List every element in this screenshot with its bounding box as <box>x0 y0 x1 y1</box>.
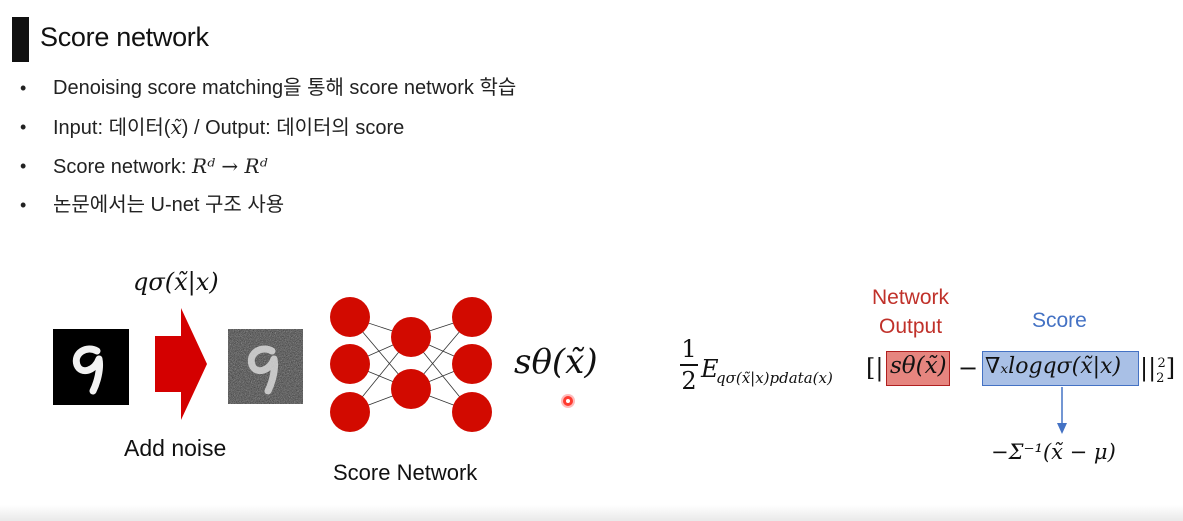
network-node-icon <box>391 369 431 409</box>
network-node-icon <box>452 392 492 432</box>
bullet-text-end: ) / Output: 데이터의 score <box>181 117 405 139</box>
norm-close: ||22] <box>1140 354 1176 386</box>
network-node-icon <box>452 344 492 384</box>
half-fraction: 1 2 <box>680 335 698 395</box>
bullet-dot-icon: • <box>20 78 27 98</box>
score-term-box: ∇ₓlogqσ(x̃|x) <box>982 351 1139 386</box>
bullet-math: Rᵈ → Rᵈ <box>191 154 268 178</box>
network-node-icon <box>330 297 370 337</box>
bullet-text: Input: 데이터( <box>53 117 171 139</box>
bullet-math: x̃ <box>170 115 182 139</box>
network-node-icon <box>391 317 431 357</box>
noisy-digit-image <box>228 329 303 404</box>
score-network-label: Score Network <box>333 460 478 485</box>
network-output-symbol: sθ(x̃) <box>514 342 598 382</box>
title-accent-bar <box>12 17 29 62</box>
network-output-term-box: sθ(x̃) <box>886 351 950 386</box>
minus-sign: − <box>958 354 979 382</box>
bullet-dot-icon: • <box>20 156 27 176</box>
digit-nine-icon <box>72 345 103 395</box>
down-arrow-icon <box>1057 387 1067 434</box>
expectation-symbol: E <box>701 355 719 383</box>
network-node-icon <box>330 392 370 432</box>
expectation-subscript: qσ(x̃|x)pdata(x) <box>716 369 833 387</box>
bottom-edge-shadow <box>0 505 1183 521</box>
bullet-text: Denoising score matching을 통해 score netwo… <box>53 77 517 99</box>
dsm-objective-equation: 1 2 E qσ(x̃|x)pdata(x) [|| sθ(x̃) − ∇ₓlo… <box>676 336 1181 396</box>
clean-digit-image <box>53 329 129 405</box>
score-network-diagram <box>330 297 492 432</box>
score-label: Score <box>1032 309 1087 332</box>
bullet-dot-icon: • <box>20 117 27 137</box>
add-noise-label: Add noise <box>124 435 227 461</box>
network-node-icon <box>330 344 370 384</box>
network-node-icon <box>452 297 492 337</box>
add-noise-arrow-icon <box>155 308 207 420</box>
gaussian-score-expression: −Σ⁻¹(x̃ − μ) <box>991 440 1116 464</box>
bullet-dot-icon: • <box>20 195 27 215</box>
pointer-cursor-icon <box>563 396 573 406</box>
network-output-label: Network Output <box>872 286 950 338</box>
bullet-text: Score network: <box>53 156 192 178</box>
bullet-text: 논문에서는 U-net 구조 사용 <box>53 194 285 216</box>
slide-title: Score network <box>40 22 209 52</box>
noise-distribution-label: qσ(x̃|x) <box>133 268 219 296</box>
